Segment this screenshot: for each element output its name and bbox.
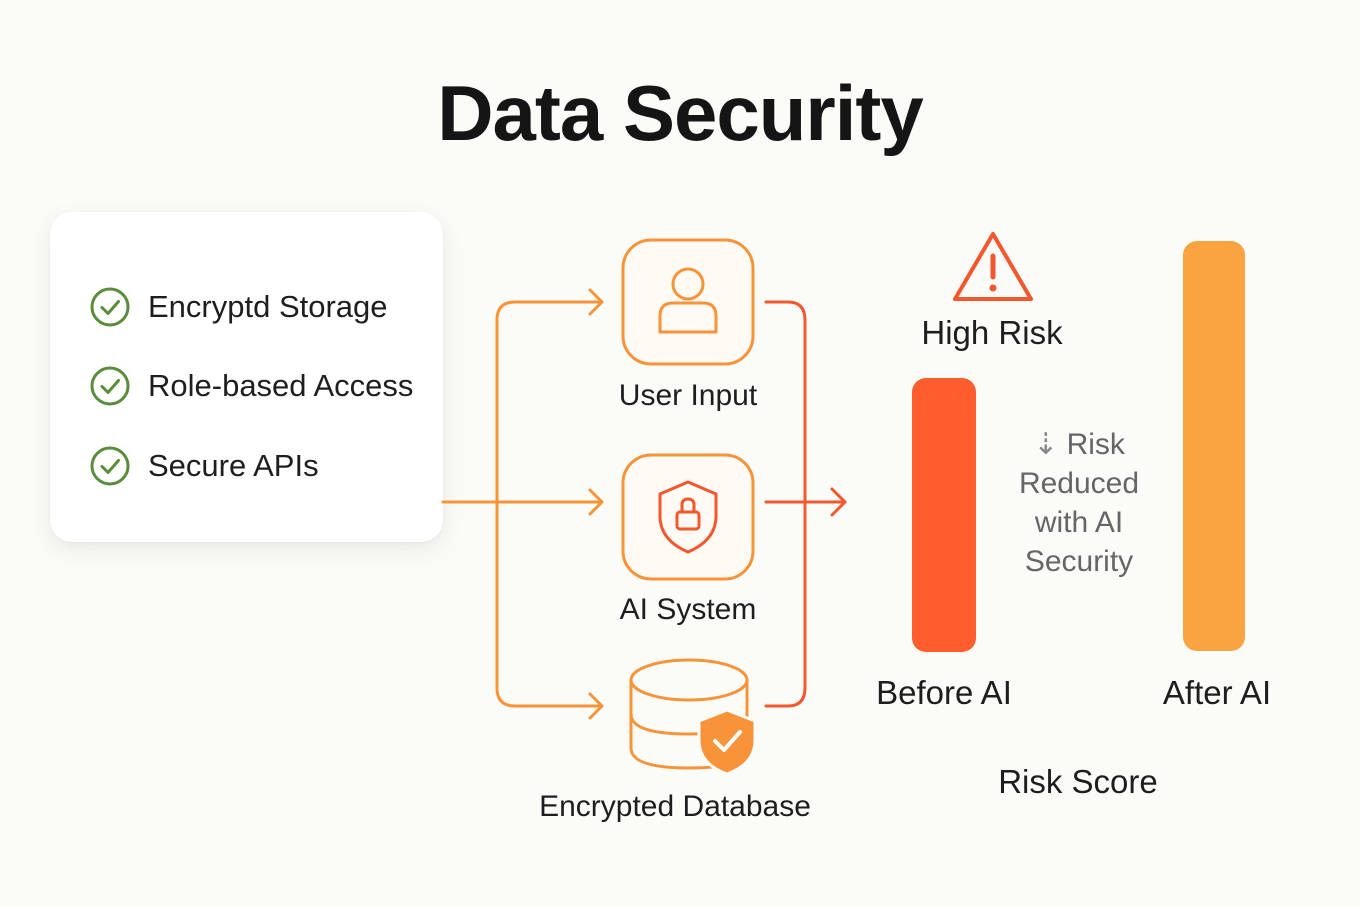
after-ai-label: After AI [1162, 674, 1272, 711]
output-connectors [764, 300, 847, 708]
risk-score-label: Risk Score [998, 763, 1158, 800]
before-ai-bar [912, 378, 976, 652]
feature-label: Role-based Access [148, 368, 414, 403]
user-input-node [621, 238, 755, 366]
risk-reduced-text: with AI [1034, 506, 1124, 539]
ai-system-label: AI System [619, 593, 757, 626]
user-input-label: User Input [618, 379, 758, 412]
warning-icon [953, 232, 1033, 301]
input-connectors [441, 288, 604, 720]
risk-reduced-text: Risk [1066, 428, 1125, 461]
high-risk-label: High Risk [921, 314, 1063, 351]
page-title: Data Security [437, 69, 924, 157]
risk-reduced-text: Reduced [1018, 467, 1140, 500]
encrypted-database-label: Encrypted Database [539, 790, 811, 823]
security-features-card: Encryptd Storage Role-based Access Secur… [50, 212, 443, 542]
shield-check-icon [697, 708, 757, 776]
after-ai-bar [1183, 241, 1245, 651]
ai-system-node [621, 453, 755, 581]
feature-item-encrypted-storage: Encryptd Storage [88, 285, 388, 329]
before-ai-label: Before AI [876, 674, 1012, 711]
user-icon [658, 267, 718, 334]
feature-label: Encryptd Storage [148, 289, 388, 324]
feature-item-role-based-access: Role-based Access [88, 364, 413, 408]
check-circle-icon [90, 446, 130, 486]
feature-label: Secure APIs [148, 448, 319, 483]
feature-item-secure-apis: Secure APIs [88, 444, 319, 488]
risk-reduced-line: ⇣ Risk [995, 425, 1163, 464]
down-arrow-icon: ⇣ [1033, 428, 1059, 461]
risk-reduced-note: ⇣ Risk Reduced with AI Security [995, 425, 1163, 581]
check-circle-icon [90, 287, 130, 327]
check-circle-icon [90, 366, 130, 406]
shield-lock-icon [658, 480, 718, 554]
risk-reduced-text: Security [1024, 545, 1134, 578]
